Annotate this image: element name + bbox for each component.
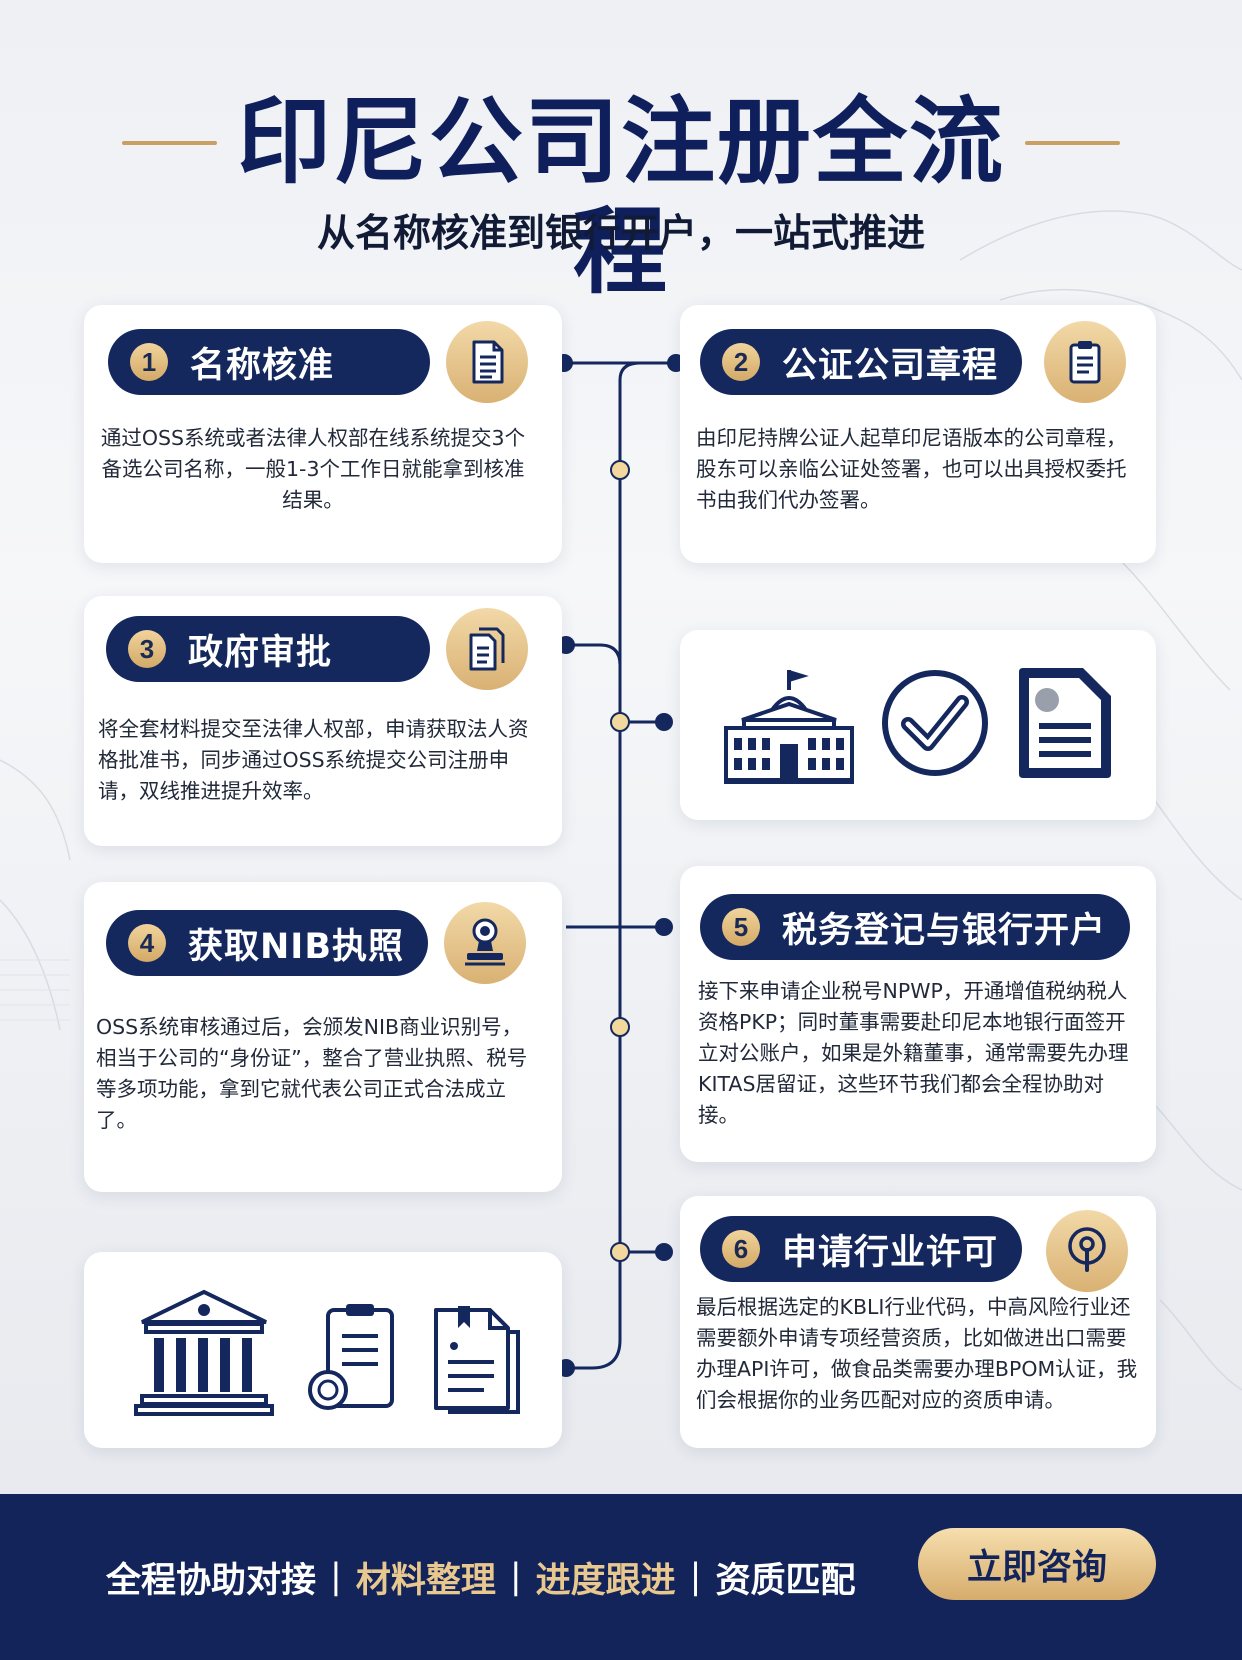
step-card-6: 6 申请行业许可 最后根据选定的KBLI行业代码，中高风险行业还需要额外申请专项… bbox=[680, 1196, 1156, 1448]
step-title-pill-1: 1 名称核准 bbox=[108, 329, 430, 395]
step-title-pill-4: 4 获取NIB执照 bbox=[106, 910, 428, 976]
step-title-4: 获取NIB执照 bbox=[188, 926, 404, 967]
step-title-3: 政府审批 bbox=[188, 632, 333, 673]
consult-now-button[interactable]: 立即咨询 bbox=[918, 1528, 1156, 1600]
step-description-1: 通过OSS系统或者法律人权部在线系统提交3个备选公司名称，一般1-3个工作日就能… bbox=[100, 426, 526, 512]
step-description-2: 由印尼持牌公证人起草印尼语版本的公司章程，股东可以亲临公证处签署，也可以出具授权… bbox=[696, 426, 1127, 512]
timeline-node-1 bbox=[610, 460, 630, 480]
clipboard-stamp-icon bbox=[308, 1304, 394, 1410]
step-number-3: 3 bbox=[128, 630, 166, 668]
illustration-card-top bbox=[680, 630, 1156, 820]
step-title-2: 公证公司章程 bbox=[782, 345, 999, 386]
timeline-node-2 bbox=[610, 712, 630, 732]
step-title-pill-2: 2 公证公司章程 bbox=[700, 329, 1022, 395]
document-icon bbox=[446, 321, 528, 403]
step-title-pill-6: 6 申请行业许可 bbox=[700, 1216, 1022, 1282]
step-card-4: 4 获取NIB执照 OSS系统审核通过后，会颁发NIB商业识别号，相当于公司的“… bbox=[84, 882, 562, 1192]
documents-icon bbox=[434, 1306, 520, 1414]
timeline-node-4 bbox=[610, 1242, 630, 1262]
step-number-4: 4 bbox=[128, 924, 166, 962]
page-title: 印尼公司注册全流程 bbox=[236, 88, 1005, 307]
feature-materials: 材料整理 bbox=[355, 1560, 496, 1601]
step-description-5: 接下来申请企业税号NPWP，开通增值税纳税人资格PKP；同时董事需要赴印尼本地银… bbox=[698, 979, 1129, 1127]
illustration-card-bottom bbox=[84, 1252, 562, 1448]
step-description-4: OSS系统审核通过后，会颁发NIB商业识别号，相当于公司的“身份证”，整合了营业… bbox=[96, 1015, 528, 1132]
title-row: 印尼公司注册全流程 bbox=[0, 88, 1242, 307]
step-title-1: 名称核准 bbox=[190, 345, 335, 386]
location-pin-icon bbox=[1046, 1210, 1128, 1292]
step-card-5: 5 税务登记与银行开户 接下来申请企业税号NPWP，开通增值税纳税人资格PKP；… bbox=[680, 866, 1156, 1162]
bank-building-icon bbox=[134, 1289, 274, 1416]
step-title-pill-5: 5 税务登记与银行开户 bbox=[700, 894, 1130, 960]
timeline-dot-4 bbox=[655, 713, 673, 731]
documents-icon bbox=[446, 608, 528, 690]
timeline-connector-3 bbox=[566, 643, 622, 666]
step-title-6: 申请行业许可 bbox=[782, 1232, 999, 1273]
timeline-connector-1 bbox=[564, 361, 641, 1370]
feature-progress: 进度跟进 bbox=[535, 1560, 676, 1601]
government-building-icon bbox=[724, 670, 854, 784]
step-card-1: 1 名称核准 通过OSS系统或者法律人权部在线系统提交3个备选公司名称，一般1-… bbox=[84, 305, 562, 563]
step-title-pill-3: 3 政府审批 bbox=[106, 616, 430, 682]
step-description-3: 将全套材料提交至法律人权部，申请获取法人资格批准书，同步通过OSS系统提交公司注… bbox=[98, 717, 529, 803]
step-number-1: 1 bbox=[130, 343, 168, 381]
feature-full-assistance: 全程协助对接 bbox=[106, 1560, 317, 1601]
clipboard-icon bbox=[1044, 321, 1126, 403]
feature-qualification: 资质匹配 bbox=[715, 1560, 856, 1601]
page-subtitle: 从名称核准到银行开户，一站式推进 bbox=[316, 211, 925, 255]
checkmark-circle-icon bbox=[882, 670, 988, 776]
title-divider-right bbox=[1025, 141, 1120, 145]
document-icon bbox=[1019, 668, 1111, 778]
stamp-icon bbox=[444, 902, 526, 984]
step-card-2: 2 公证公司章程 由印尼持牌公证人起草印尼语版本的公司章程，股东可以亲临公证处签… bbox=[680, 305, 1156, 563]
timeline-node-3 bbox=[610, 1017, 630, 1037]
footer-bar: 全程协助对接 | 材料整理 | 进度跟进 | 资质匹配 立即咨询 bbox=[0, 1494, 1242, 1660]
step-title-5: 税务登记与银行开户 bbox=[782, 910, 1107, 951]
feature-separator: | bbox=[330, 1557, 342, 1597]
timeline-dot-6 bbox=[655, 1243, 673, 1261]
step-number-6: 6 bbox=[722, 1230, 760, 1268]
step-number-2: 2 bbox=[722, 343, 760, 381]
feature-separator: | bbox=[689, 1557, 702, 1597]
step-number-5: 5 bbox=[722, 908, 760, 946]
feature-separator: | bbox=[509, 1557, 522, 1597]
footer-features: 全程协助对接 | 材料整理 | 进度跟进 | 资质匹配 bbox=[106, 1542, 855, 1612]
title-divider-left bbox=[122, 141, 217, 145]
step-card-3: 3 政府审批 将全套材料提交至法律人权部，申请获取法人资格批准书，同步通过OSS… bbox=[84, 596, 562, 846]
step-description-6: 最后根据选定的KBLI行业代码，中高风险行业还需要额外申请专项经营资质，比如做进… bbox=[696, 1295, 1138, 1412]
timeline-dot-5 bbox=[655, 918, 673, 936]
